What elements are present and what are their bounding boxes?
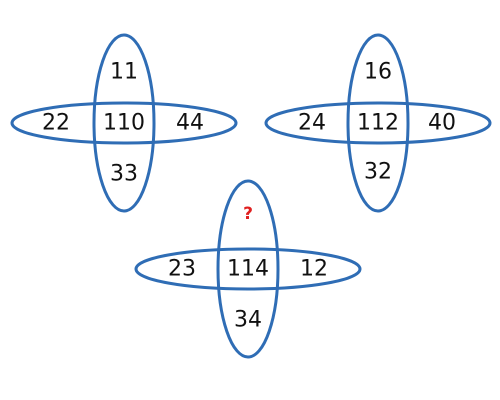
figure-2-top-number: 16 — [364, 60, 392, 85]
figure-2-center-number: 112 — [357, 111, 399, 136]
figure-2-horizontal-ellipse — [264, 101, 492, 145]
figure-2-right-number: 40 — [428, 111, 456, 136]
figure-2-bottom-number: 32 — [364, 160, 392, 185]
figure-1-top-number: 11 — [110, 60, 138, 85]
figure-1-right-number: 44 — [176, 111, 204, 136]
figure-3-bottom-number: 34 — [234, 308, 262, 333]
figure-3-top-unknown: ? — [243, 204, 253, 224]
figure-3-left-number: 23 — [168, 257, 196, 282]
figure-3-right-number: 12 — [300, 257, 328, 282]
figure-1-center-number: 110 — [103, 111, 145, 136]
figure-2: 16 24 112 40 32 — [264, 33, 492, 213]
figure-1: 11 22 110 44 33 — [10, 33, 238, 213]
figure-1-bottom-number: 33 — [110, 162, 138, 187]
figure-3-vertical-ellipse — [216, 179, 280, 359]
figure-3-center-number: 114 — [227, 257, 269, 282]
figure-1-left-number: 22 — [42, 111, 70, 136]
figure-2-left-number: 24 — [298, 111, 326, 136]
figure-3: ? 23 114 12 34 — [134, 179, 362, 359]
figure-3-horizontal-ellipse — [134, 247, 362, 291]
figure-2-vertical-ellipse — [346, 33, 410, 213]
figure-1-vertical-ellipse — [92, 33, 156, 213]
figure-1-horizontal-ellipse — [10, 101, 238, 145]
